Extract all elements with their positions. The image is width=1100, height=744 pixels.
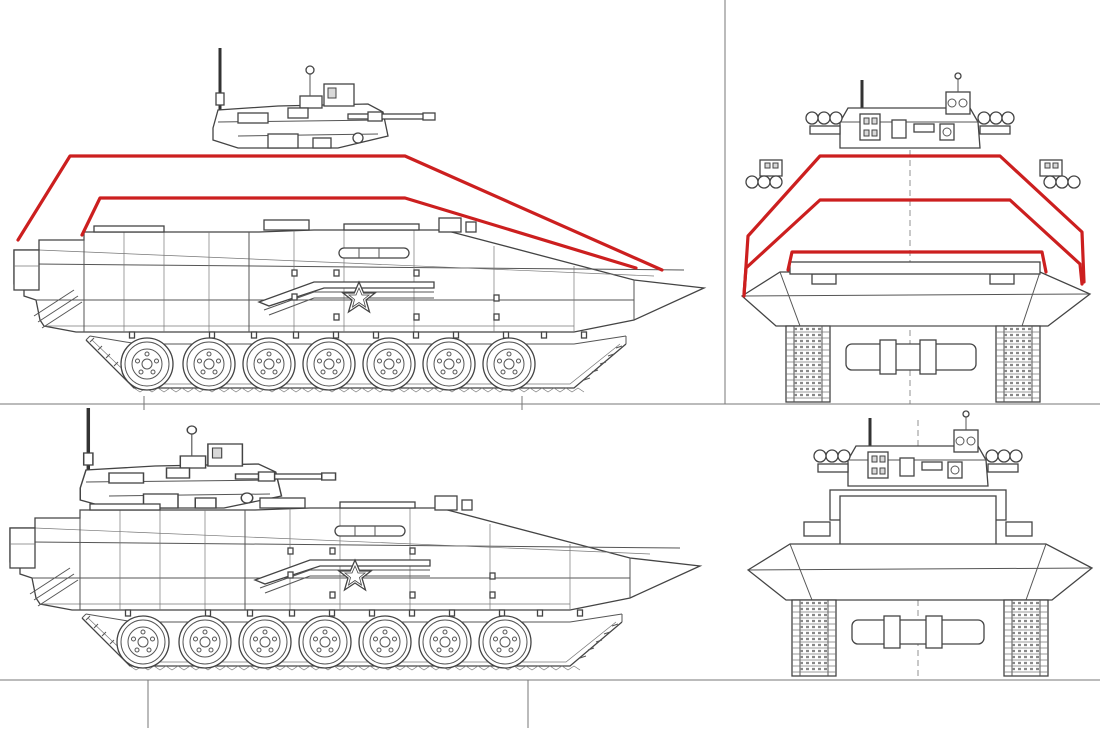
turret-side-assembled (78, 406, 338, 510)
hull-front-bottom (746, 489, 1094, 678)
hull-front-top (740, 261, 1092, 404)
turret-side-separated (211, 46, 437, 150)
hull-side-bottom (10, 496, 700, 670)
frame-lines (0, 0, 1100, 728)
side-view-assembled (10, 406, 700, 670)
front-view-turret-separated (740, 71, 1092, 404)
side-view-turret-separated (14, 46, 704, 392)
front-view-assembled (746, 409, 1094, 678)
red-trace-lines-front (742, 154, 1086, 298)
red-trace-lines-side (16, 154, 664, 272)
turret-front-separated (804, 71, 1016, 150)
smoke-launcher-left (745, 159, 783, 189)
smoke-launcher-right (1039, 159, 1081, 189)
